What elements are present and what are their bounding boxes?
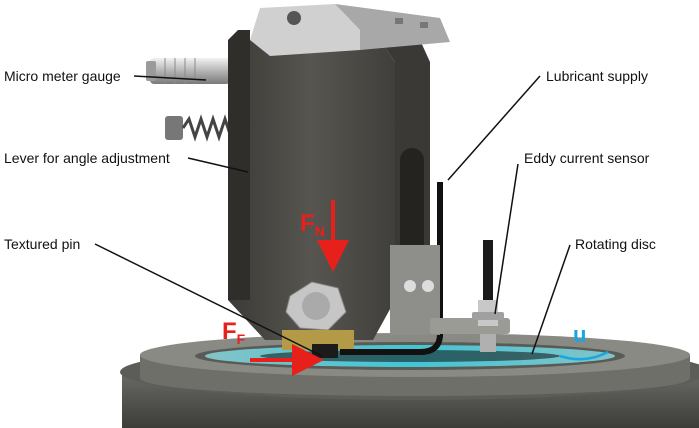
normal-force-subscript: N (314, 223, 325, 239)
friction-force-subscript: F (236, 331, 246, 347)
label-pin: Textured pin (4, 236, 81, 252)
adjustment-spring (165, 114, 233, 142)
label-disc: Rotating disc (575, 236, 656, 252)
velocity-arrow (559, 350, 609, 361)
force-arrows (250, 200, 349, 376)
friction-force-symbol: F (222, 318, 237, 345)
label-lubricant: Lubricant supply (546, 68, 648, 84)
leader-lever (187, 157, 249, 173)
label-lever: Lever for angle adjustment (4, 150, 170, 166)
sensor-bracket (390, 245, 510, 335)
leader-pin (94, 243, 323, 357)
friction-force-label: FF (222, 318, 245, 347)
velocity-label: u (573, 322, 587, 347)
normal-force-symbol: F (300, 210, 315, 237)
leader-lines (94, 75, 571, 357)
eddy-sensor-part (472, 240, 504, 352)
leader-disc (531, 244, 571, 355)
leader-micrometer (133, 75, 207, 81)
pivot-bolt (285, 281, 347, 331)
leader-lubricant (447, 75, 541, 181)
micrometer-gauge-part (146, 58, 230, 84)
top-clamp (250, 4, 450, 56)
label-micrometer: Micro meter gauge (4, 68, 121, 84)
leader-eddy (494, 163, 519, 315)
normal-force-label: FN (300, 210, 325, 239)
label-eddy: Eddy current sensor (524, 150, 650, 166)
